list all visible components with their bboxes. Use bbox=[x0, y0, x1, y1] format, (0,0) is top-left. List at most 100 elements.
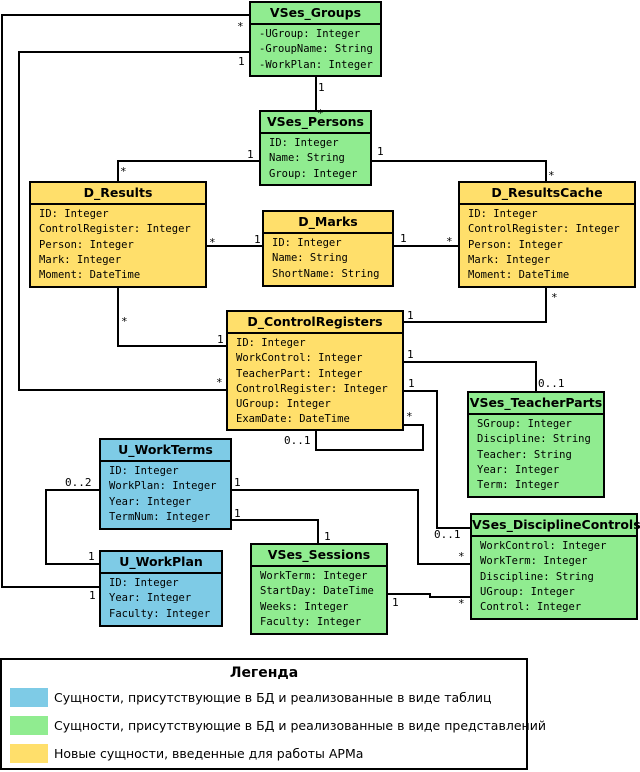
entity-attributes: ID: Integer Name: String Group: Integer bbox=[261, 134, 370, 182]
attribute: ExamDate: DateTime bbox=[236, 413, 350, 426]
legend-swatch-blue bbox=[10, 688, 48, 707]
entity-title: U_WorkPlan bbox=[101, 552, 221, 574]
entity-attributes: WorkControl: Integer WorkTerm: Integer D… bbox=[472, 537, 636, 615]
link-persons-results bbox=[117, 160, 259, 181]
link-sessions-disciplinecontrols bbox=[388, 593, 470, 598]
multiplicity-label: 1 bbox=[407, 309, 414, 322]
legend-swatch-green bbox=[10, 716, 48, 735]
attribute: Person: Integer bbox=[468, 238, 563, 251]
attribute: Year: Integer bbox=[109, 592, 192, 605]
legend-item-label: Сущности, присутствующие в БД и реализов… bbox=[54, 718, 546, 733]
attribute: Name: String bbox=[272, 252, 348, 265]
attribute: ControlRegister: Integer bbox=[39, 223, 191, 236]
attribute: UGroup: Integer bbox=[480, 585, 575, 598]
multiplicity-label: 1 bbox=[400, 232, 407, 245]
attribute: Discipline: String bbox=[480, 570, 594, 583]
multiplicity-label: * bbox=[317, 107, 324, 120]
link-persons-cache bbox=[371, 160, 547, 181]
entity-vses-groups[interactable]: VSes_Groups -UGroup: Integer -GroupName:… bbox=[249, 1, 382, 77]
attribute: Discipline: String bbox=[477, 433, 591, 446]
link-controlregisters-self bbox=[315, 424, 424, 451]
attribute: Name: String bbox=[269, 152, 345, 165]
attribute: Moment: DateTime bbox=[39, 269, 141, 282]
attribute: ID: Integer bbox=[272, 237, 342, 249]
attribute: ShortName: String bbox=[272, 267, 380, 280]
entity-attributes: ID: Integer Name: String ShortName: Stri… bbox=[264, 234, 392, 282]
link-controlregisters-disciplinecontrols bbox=[404, 390, 470, 529]
attribute: ControlRegister: Integer bbox=[468, 223, 620, 236]
multiplicity-label: * bbox=[237, 20, 244, 33]
multiplicity-label: 1 bbox=[324, 530, 331, 543]
legend-item-views: Сущности, присутствующие в БД и реализов… bbox=[10, 716, 546, 735]
attribute: Faculty: Integer bbox=[109, 607, 211, 620]
entity-attributes: -UGroup: Integer -GroupName: String -Wor… bbox=[251, 25, 380, 73]
entity-title: U_WorkTerms bbox=[101, 440, 230, 462]
link-workterms-disciplinecontrols bbox=[231, 489, 470, 565]
attribute: WorkPlan: Integer bbox=[109, 480, 217, 493]
multiplicity-label: 0..1 bbox=[434, 528, 461, 541]
multiplicity-label: * bbox=[216, 376, 223, 389]
entity-d-marks[interactable]: D_Marks ID: Integer Name: String ShortNa… bbox=[262, 210, 394, 287]
multiplicity-label: 1 bbox=[377, 145, 384, 158]
multiplicity-label: 1 bbox=[247, 148, 254, 161]
multiplicity-label: * bbox=[120, 165, 127, 178]
attribute: Mark: Integer bbox=[468, 253, 551, 266]
legend-item-label: Сущности, присутствующие в БД и реализов… bbox=[54, 690, 492, 705]
attribute: Faculty: Integer bbox=[260, 615, 362, 628]
attribute: Mark: Integer bbox=[39, 253, 122, 266]
entity-d-resultscache[interactable]: D_ResultsCache ID: Integer ControlRegist… bbox=[458, 181, 636, 288]
attribute: Term: Integer bbox=[477, 479, 560, 492]
link-groups-workplan bbox=[1, 14, 249, 588]
multiplicity-label: 1 bbox=[217, 333, 224, 346]
entity-vses-persons[interactable]: VSes_Persons ID: Integer Name: String Gr… bbox=[259, 110, 372, 186]
attribute: -GroupName: String bbox=[259, 43, 373, 56]
link-workterms-sessions bbox=[231, 519, 319, 543]
multiplicity-label: 1 bbox=[234, 476, 241, 489]
entity-title: D_ControlRegisters bbox=[228, 312, 402, 334]
attribute: UGroup: Integer bbox=[236, 398, 331, 411]
multiplicity-label: * bbox=[209, 236, 216, 249]
entity-attributes: ID: Integer WorkControl: Integer Teacher… bbox=[228, 334, 402, 428]
multiplicity-label: 1 bbox=[407, 348, 414, 361]
entity-title: VSes_Sessions bbox=[252, 545, 386, 567]
attribute: Year: Integer bbox=[109, 495, 192, 508]
legend-title: Легенда bbox=[229, 665, 299, 681]
attribute: -UGroup: Integer bbox=[259, 28, 361, 40]
link-results-controlregisters bbox=[117, 288, 226, 347]
entity-vses-teacherparts[interactable]: VSes_TeacherParts SGroup: Integer Discip… bbox=[467, 391, 605, 498]
attribute: Person: Integer bbox=[39, 238, 134, 251]
entity-vses-sessions[interactable]: VSes_Sessions WorkTerm: Integer StartDay… bbox=[250, 543, 388, 635]
multiplicity-label: 1 bbox=[318, 81, 325, 94]
attribute: ID: Integer bbox=[269, 137, 339, 149]
attribute: ID: Integer bbox=[468, 208, 538, 220]
entity-u-workplan[interactable]: U_WorkPlan ID: Integer Year: Integer Fac… bbox=[99, 550, 223, 627]
multiplicity-label: 1 bbox=[238, 55, 245, 68]
multiplicity-label: 1 bbox=[89, 589, 96, 602]
entity-title: VSes_Persons bbox=[261, 112, 370, 134]
entity-attributes: WorkTerm: Integer StartDay: DateTime Wee… bbox=[252, 567, 386, 630]
legend-item-new: Новые сущности, введенные для работы АРМ… bbox=[10, 744, 363, 763]
multiplicity-label: * bbox=[551, 291, 558, 304]
multiplicity-label: * bbox=[548, 169, 555, 182]
link-workterms-workplan bbox=[45, 489, 99, 565]
attribute: ID: Integer bbox=[109, 577, 179, 589]
attribute: SGroup: Integer bbox=[477, 418, 572, 430]
attribute: ID: Integer bbox=[39, 208, 109, 220]
entity-title: D_ResultsCache bbox=[460, 183, 634, 205]
legend-swatch-yellow bbox=[10, 744, 48, 763]
link-controlregisters-teacherparts bbox=[404, 361, 537, 391]
attribute: -WorkPlan: Integer bbox=[259, 58, 373, 71]
legend-item-tables: Сущности, присутствующие в БД и реализов… bbox=[10, 688, 492, 707]
entity-attributes: ID: Integer WorkPlan: Integer Year: Inte… bbox=[101, 462, 230, 525]
entity-d-results[interactable]: D_Results ID: Integer ControlRegister: I… bbox=[29, 181, 207, 288]
entity-vses-disciplinecontrols[interactable]: VSes_DisciplineControls WorkControl: Int… bbox=[470, 513, 640, 620]
entity-d-controlregisters[interactable]: D_ControlRegisters ID: Integer WorkContr… bbox=[226, 310, 404, 431]
attribute: Weeks: Integer bbox=[260, 600, 349, 613]
attribute: ID: Integer bbox=[236, 337, 306, 349]
entity-title: VSes_TeacherParts bbox=[469, 393, 603, 415]
attribute: StartDay: DateTime bbox=[260, 585, 374, 598]
entity-u-workterms[interactable]: U_WorkTerms ID: Integer WorkPlan: Intege… bbox=[99, 438, 232, 530]
entity-title: D_Results bbox=[31, 183, 205, 205]
